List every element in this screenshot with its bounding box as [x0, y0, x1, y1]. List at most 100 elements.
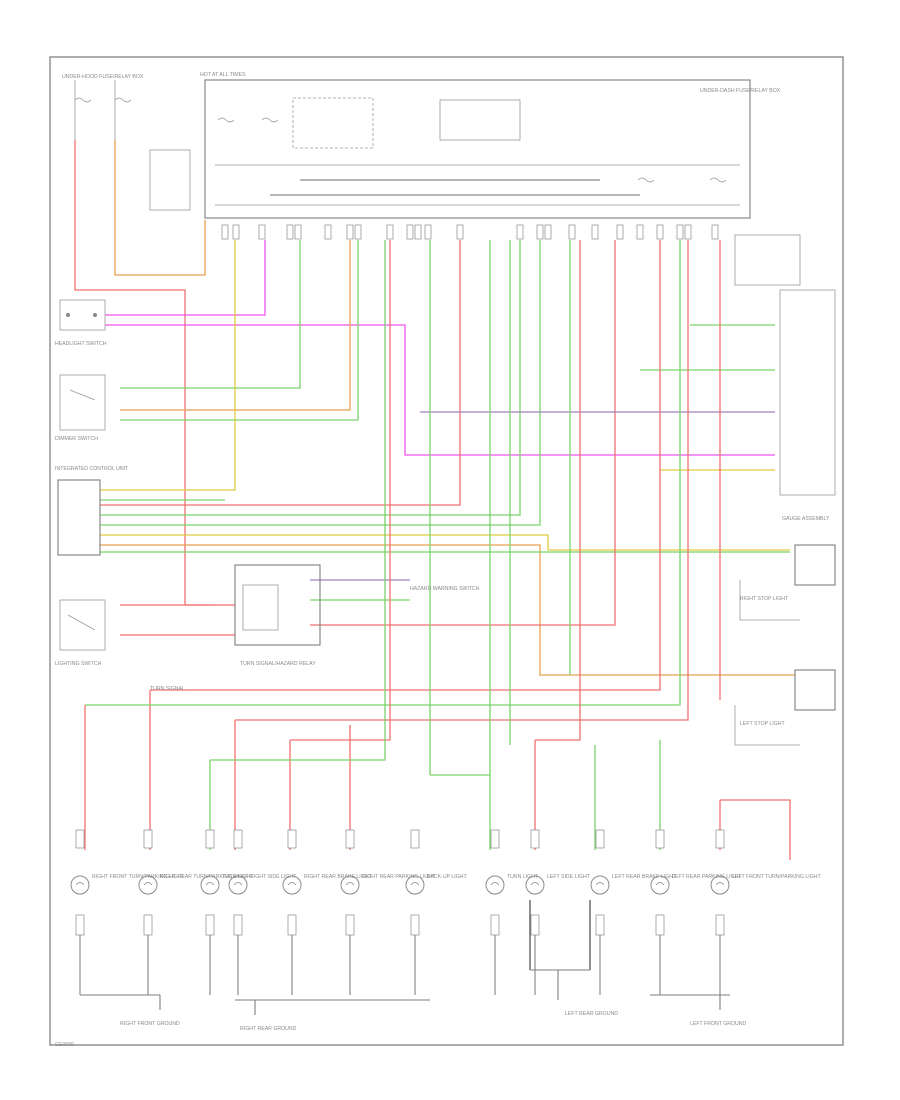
connector-pin — [544, 224, 552, 240]
bulb-label: LEFT FRONT TURN/PARKING LIGHT — [732, 874, 822, 880]
wire — [120, 240, 351, 411]
control-unit-label: INTEGRATED CONTROL UNIT — [55, 466, 129, 472]
wire — [210, 240, 386, 761]
integrated-control-unit — [57, 479, 101, 556]
footer-code: GE0000 — [55, 1042, 74, 1048]
wire — [105, 324, 775, 456]
connector-pin — [354, 224, 362, 240]
wire — [235, 240, 689, 721]
bulb — [228, 829, 248, 995]
fusebox-left-label: UNDER-HOOD FUSE/RELAY BOX — [62, 74, 144, 80]
bulb-label: RIGHT SIDE LIGHT — [250, 874, 297, 880]
connector-pin — [536, 224, 544, 240]
dimmer-switch — [59, 374, 106, 431]
wire — [150, 240, 661, 691]
ground-label: LEFT REAR GROUND — [565, 1011, 618, 1017]
diagram-labels: UNDER-HOOD FUSE/RELAY BOX HOT AT ALL TIM… — [55, 72, 830, 1048]
bulb-label: RIGHT REAR PARKING LIGHT — [362, 874, 436, 880]
connector-pin — [294, 224, 302, 240]
bulb-label: BACK-UP LIGHT — [427, 874, 468, 880]
wire — [85, 240, 681, 706]
ground-bars — [80, 969, 730, 1015]
wire — [100, 240, 236, 491]
gauge-assembly-label: GAUGE ASSEMBLY — [782, 516, 830, 522]
bulb — [340, 829, 360, 995]
wire — [535, 240, 581, 741]
connector-pin — [346, 224, 354, 240]
connector-pin — [286, 224, 294, 240]
bulb — [650, 829, 670, 995]
connector-pin — [324, 224, 332, 240]
bulb — [590, 829, 610, 995]
wire — [100, 534, 790, 551]
headlight-switch — [59, 299, 106, 331]
wire — [100, 240, 541, 526]
bulb-label: RIGHT REAR TURN/PARKING LIGHT — [160, 874, 250, 880]
wire — [114, 140, 206, 276]
relay-label: TURN SIGNAL/HAZARD RELAY — [240, 661, 316, 667]
wire — [100, 240, 521, 516]
dimmer-switch-label: DIMMER SWITCH — [55, 436, 98, 442]
connector-pin — [636, 224, 644, 240]
connector-pin — [616, 224, 624, 240]
connector-pin — [232, 224, 240, 240]
bulb-label: LEFT REAR PARKING LIGHT — [672, 874, 742, 880]
connector-pin — [676, 224, 684, 240]
fusebox-right-label: UNDER-DASH FUSE/RELAY BOX — [700, 88, 781, 94]
bulb-label: RIGHT FRONT TURN/PARKING LIGHT — [92, 874, 185, 880]
connector-row — [221, 224, 719, 240]
ground-label: RIGHT FRONT GROUND — [120, 1021, 180, 1027]
wire — [720, 799, 791, 860]
bulb — [200, 829, 220, 995]
connector-pin — [386, 224, 394, 240]
bulb — [485, 829, 505, 995]
ground-label: LEFT FRONT GROUND — [690, 1021, 747, 1027]
fusebox-center-label: HOT AT ALL TIMES — [200, 72, 246, 78]
bulb-label: RIGHT REAR BRAKE LIGHT — [304, 874, 372, 880]
left-stoplight — [794, 669, 836, 711]
connector-pin — [456, 224, 464, 240]
wire — [310, 240, 616, 626]
connector-pin — [221, 224, 229, 240]
fuse-symbols — [74, 97, 727, 183]
bulb-label: LEFT SIDE LIGHT — [547, 874, 591, 880]
wire — [290, 240, 391, 741]
fuse-relay-box — [74, 79, 751, 219]
wire-harness — [74, 140, 795, 970]
connector-pin — [406, 224, 414, 240]
left-stoplight-label: LEFT STOP LIGHT — [740, 721, 786, 727]
connector-pin — [424, 224, 432, 240]
lighting-switch-label: LIGHTING SWITCH — [55, 661, 102, 667]
connector-pin — [568, 224, 576, 240]
gauge-assembly — [779, 289, 836, 496]
right-stoplight — [794, 544, 836, 586]
bulb — [282, 829, 302, 995]
wire — [120, 240, 301, 389]
right-stoplight-label: RIGHT STOP LIGHT — [740, 596, 789, 602]
connector-pin — [258, 224, 266, 240]
bulb — [70, 829, 90, 995]
diagram-frame — [49, 56, 844, 1046]
wire — [100, 544, 795, 676]
bulb-label: LEFT REAR BRAKE LIGHT — [612, 874, 677, 880]
ground-label: RIGHT REAR GROUND — [240, 1026, 297, 1032]
connector-pin — [414, 224, 422, 240]
hazard-switch-label: HAZARD WARNING SWITCH — [410, 586, 480, 592]
connector-pin — [591, 224, 599, 240]
headlight-switch-label: HEADLIGHT SWITCH — [55, 341, 107, 347]
connector-pin — [711, 224, 719, 240]
bulb — [525, 829, 545, 995]
wire — [105, 240, 266, 316]
bulb-label: TURN LIGHT — [222, 874, 254, 880]
lighting-switch — [59, 599, 106, 651]
bulb-label: TURN LIGHT — [507, 874, 539, 880]
wire — [120, 240, 359, 421]
connector-pin — [656, 224, 664, 240]
wire — [430, 774, 491, 850]
turn-signal-label: TURN SIGNAL — [150, 686, 185, 692]
bulb — [405, 829, 425, 995]
connector-pin — [516, 224, 524, 240]
bulb — [138, 829, 158, 995]
bulb — [710, 829, 730, 995]
